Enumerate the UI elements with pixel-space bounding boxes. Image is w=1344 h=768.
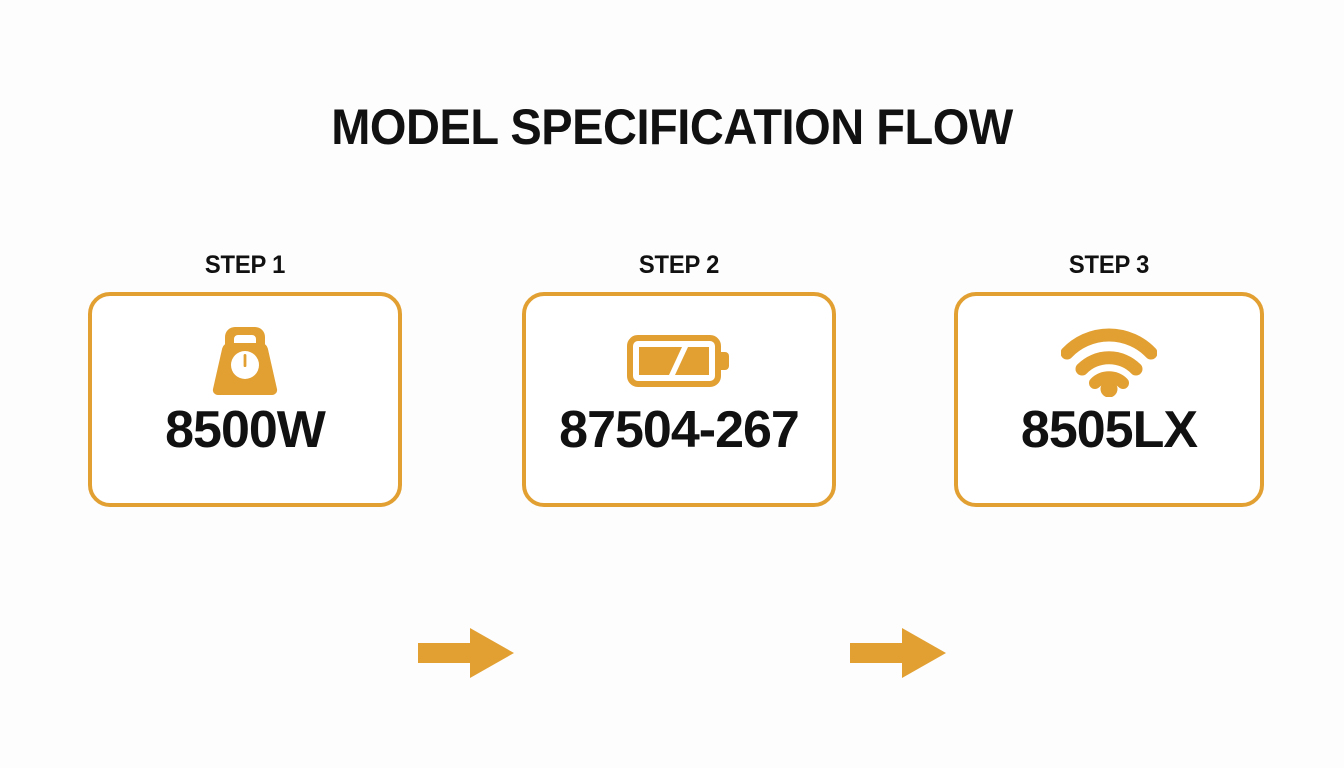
step-1-icon-wrap — [205, 322, 285, 400]
step-1-model-value: 8500W — [165, 401, 326, 459]
flow-step-2[interactable]: STEP 2 87504-267 — [522, 250, 836, 507]
step-1-label: STEP 1 — [204, 251, 286, 279]
flow-step-3[interactable]: STEP 3 8505LX — [954, 250, 1264, 507]
step-3-card[interactable]: 8505LX — [954, 292, 1264, 507]
flow-connector-2 — [850, 628, 946, 678]
step-3-label: STEP 3 — [1068, 251, 1150, 279]
step-3-model-value: 8505LX — [1020, 401, 1198, 459]
wifi-icon — [1061, 328, 1157, 397]
weight-scale-icon — [212, 327, 278, 395]
step-3-icon-wrap — [1061, 322, 1157, 400]
page-title: MODEL SPECIFICATION FLOW — [331, 99, 1013, 155]
step-2-model-value: 87504-267 — [559, 401, 800, 459]
battery-icon — [627, 335, 729, 387]
flow-step-1[interactable]: STEP 1 8500W — [88, 250, 402, 507]
step-1-card[interactable]: 8500W — [88, 292, 402, 507]
step-2-icon-wrap — [627, 322, 731, 400]
flow-connector-1 — [418, 628, 514, 678]
arrow-right-icon — [418, 628, 514, 678]
step-2-label: STEP 2 — [638, 251, 720, 279]
arrow-right-icon — [850, 628, 946, 678]
flow-diagram: STEP 1 8500W — [0, 250, 1344, 678]
step-2-card[interactable]: 87504-267 — [522, 292, 836, 507]
